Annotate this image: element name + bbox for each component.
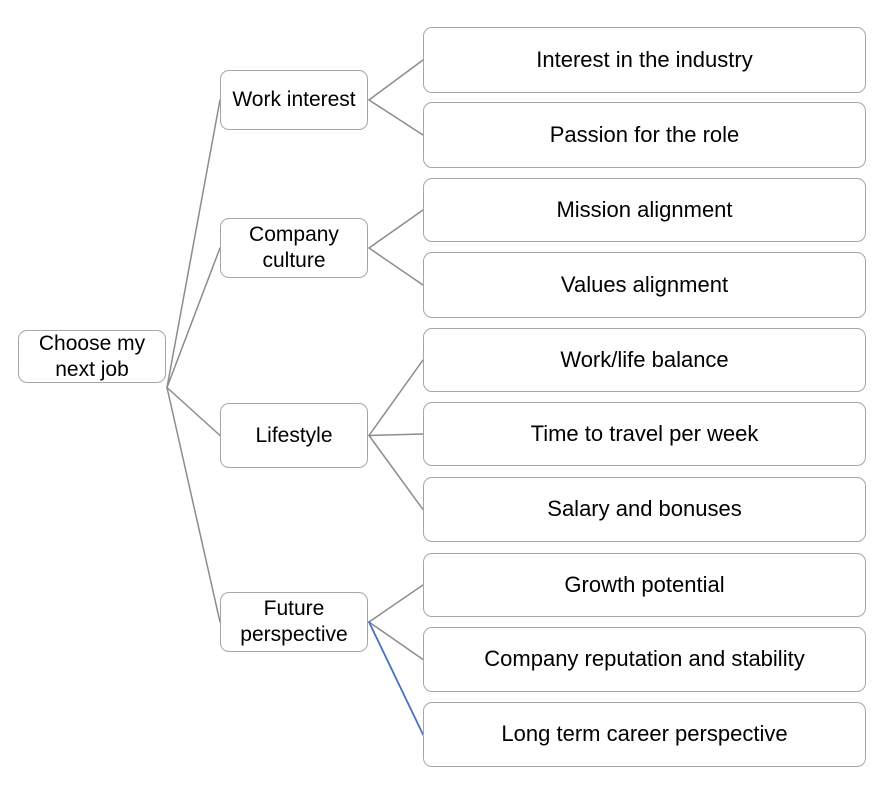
node-leaf-label: Growth potential (564, 571, 725, 597)
connector-root-to-branch-2 (166, 386, 221, 437)
node-leaf-label: Work/life balance (560, 346, 729, 372)
connector-branch-0-to-leaf-1 (368, 99, 424, 136)
node-branch-label: Company culture (249, 223, 339, 272)
node-leaf-label: Salary and bonuses (547, 496, 742, 522)
connector-branch-3-to-leaf-1 (368, 621, 424, 661)
node-leaf-interest-in-the-industry[interactable]: Interest in the industry (423, 27, 866, 93)
node-leaf-label: Passion for the role (549, 121, 740, 147)
connector-root-to-branch-3 (166, 386, 221, 623)
connector-branch-0-to-leaf-0 (368, 59, 424, 101)
node-branch-future-perspective[interactable]: Future perspective (220, 592, 368, 652)
connector-branch-3-to-leaf-2 (368, 621, 424, 736)
node-leaf-growth-potential[interactable]: Growth potential (423, 553, 866, 617)
node-branch-work-interest[interactable]: Work interest (220, 70, 368, 130)
node-leaf-label: Time to travel per week (530, 420, 759, 446)
node-leaf-label: Long term career perspective (501, 721, 788, 747)
node-leaf-values-alignment[interactable]: Values alignment (423, 252, 866, 318)
node-leaf-label: Interest in the industry (536, 46, 753, 72)
connector-branch-2-to-leaf-2 (368, 434, 424, 511)
node-leaf-company-reputation-and-stability[interactable]: Company reputation and stability (423, 627, 866, 692)
connector-branch-3-to-leaf-0 (368, 584, 424, 623)
node-leaf-label: Company reputation and stability (484, 646, 805, 672)
node-root-label: Choose my next job (38, 331, 146, 381)
node-branch-lifestyle[interactable]: Lifestyle (220, 403, 368, 468)
connector-branch-1-to-leaf-0 (368, 209, 424, 249)
node-leaf-label: Values alignment (560, 271, 729, 297)
connector-root-to-branch-1 (166, 247, 221, 389)
connector-root-to-branch-0 (166, 99, 221, 389)
node-branch-label: Future perspective (240, 597, 348, 646)
node-leaf-long-term-career-perspective[interactable]: Long term career perspective (423, 702, 866, 767)
node-leaf-work-life-balance[interactable]: Work/life balance (423, 328, 866, 392)
node-leaf-salary-and-bonuses[interactable]: Salary and bonuses (423, 477, 866, 542)
node-branch-label: Work interest (232, 88, 356, 112)
node-leaf-time-to-travel-per-week[interactable]: Time to travel per week (423, 402, 866, 466)
node-leaf-passion-for-the-role[interactable]: Passion for the role (423, 102, 866, 168)
connector-branch-1-to-leaf-1 (368, 247, 424, 286)
node-leaf-label: Mission alignment (556, 196, 733, 222)
node-root-choose-my-next-job[interactable]: Choose my next job (18, 330, 166, 383)
connector-branch-2-to-leaf-0 (368, 359, 424, 437)
node-branch-label: Lifestyle (255, 423, 333, 447)
node-leaf-mission-alignment[interactable]: Mission alignment (423, 178, 866, 242)
node-branch-company-culture[interactable]: Company culture (220, 218, 368, 278)
connector-branch-2-to-leaf-1 (368, 433, 424, 437)
